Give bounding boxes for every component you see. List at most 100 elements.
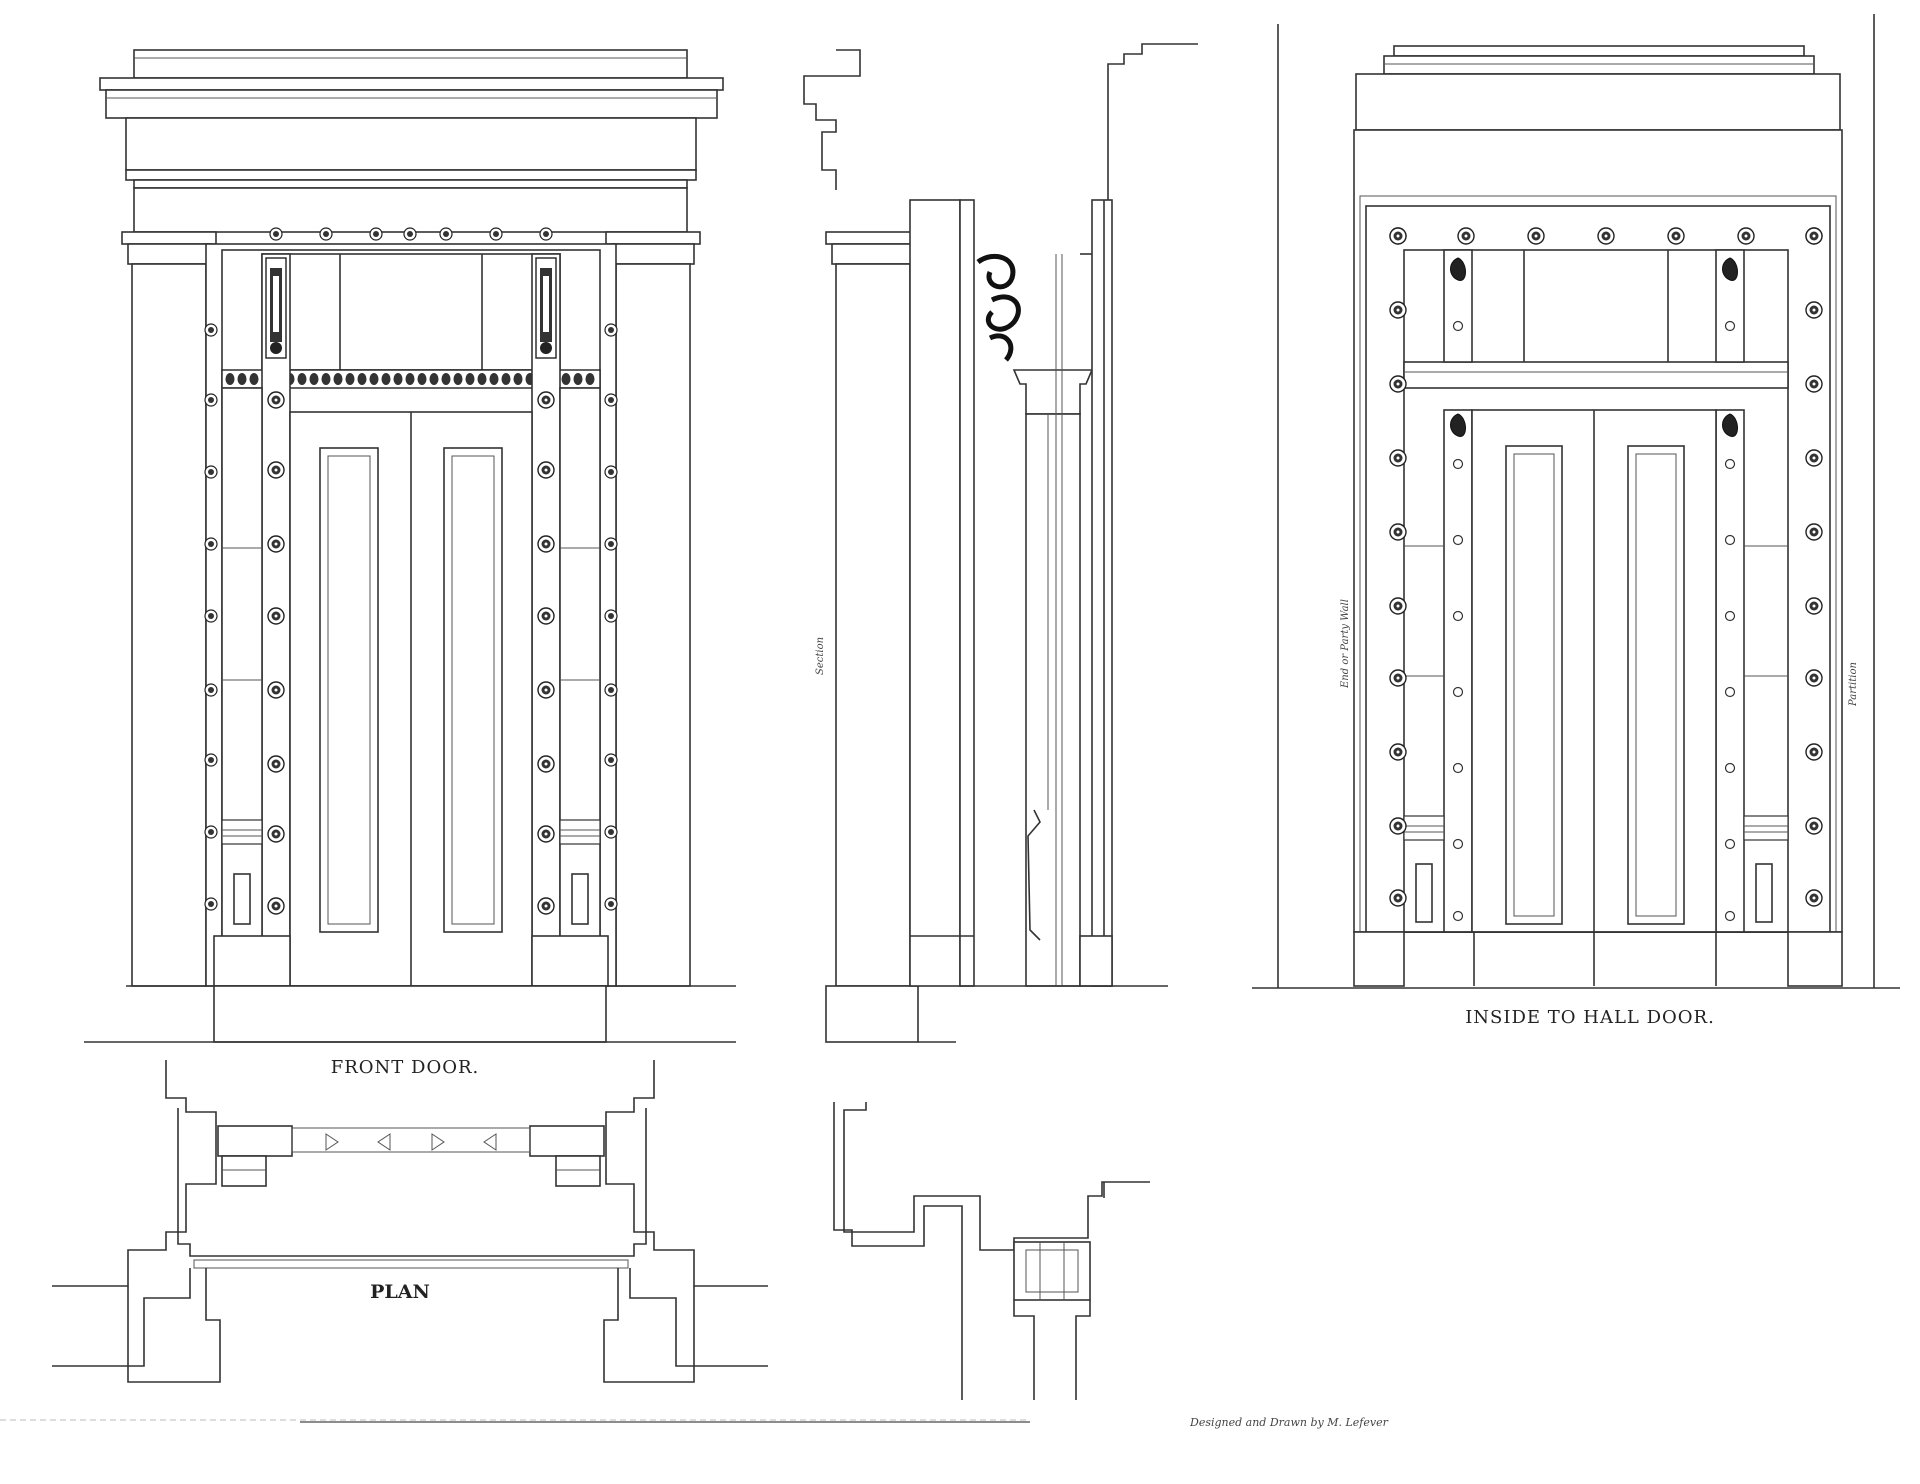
ornament-egg (561, 373, 571, 385)
ornament-egg (585, 373, 595, 385)
rosette (267, 391, 285, 409)
rosette (1527, 227, 1545, 245)
rosette-small (604, 537, 618, 551)
plan-drawing (52, 1060, 768, 1383)
ornament-egg (513, 373, 523, 385)
rosette (1597, 227, 1615, 245)
rosette (267, 897, 285, 915)
ornament-egg (573, 373, 583, 385)
rosette (1805, 449, 1823, 467)
rosette (267, 755, 285, 773)
rosette-small (604, 753, 618, 767)
stud (1452, 458, 1464, 470)
rosette (1389, 743, 1407, 761)
rosette (267, 535, 285, 553)
stud (1452, 762, 1464, 774)
scroll-bracket (976, 253, 1021, 362)
rosette (537, 897, 555, 915)
ornament-egg (345, 373, 355, 385)
rosette-small (604, 393, 618, 407)
rosette (1389, 227, 1407, 245)
stud (1452, 534, 1464, 546)
rosette (1457, 227, 1475, 245)
rosette-small (604, 609, 618, 623)
rosette (1667, 227, 1685, 245)
ornament-egg (297, 373, 307, 385)
rosette (267, 681, 285, 699)
stud (1452, 838, 1464, 850)
stud (1452, 686, 1464, 698)
stud (1724, 320, 1736, 332)
stud (1724, 686, 1736, 698)
rosette (1805, 301, 1823, 319)
rosette (537, 607, 555, 625)
rosette-small (204, 323, 218, 337)
rosette (1805, 227, 1823, 245)
rosette-small (204, 609, 218, 623)
inside-door-elevation: End or Party Wall Partition (1252, 14, 1900, 989)
rosette (537, 825, 555, 843)
end-wall-note: End or Party Wall (1340, 599, 1351, 689)
rosette (1805, 889, 1823, 907)
stud (1452, 610, 1464, 622)
stud (1724, 610, 1736, 622)
drawing-credit: Designed and Drawn by M. Lefever (1189, 1416, 1389, 1429)
rosette-small (204, 683, 218, 697)
rosette (1389, 301, 1407, 319)
rosette-small (204, 537, 218, 551)
stud (1452, 910, 1464, 922)
stud (1724, 534, 1736, 546)
rosette-small (204, 825, 218, 839)
rosette (537, 391, 555, 409)
ornament-egg (477, 373, 487, 385)
stud (1452, 320, 1464, 332)
ornament-egg (465, 373, 475, 385)
plan-caption: PLAN (370, 1281, 430, 1303)
rosette (1805, 817, 1823, 835)
rosette-small (204, 897, 218, 911)
stud (1724, 762, 1736, 774)
rosette (1805, 597, 1823, 615)
rosette-small (204, 753, 218, 767)
rosette (537, 681, 555, 699)
ornament-egg (357, 373, 367, 385)
rosette (1389, 889, 1407, 907)
rosette (1805, 375, 1823, 393)
ornament-egg (249, 373, 259, 385)
front-door-elevation (84, 49, 736, 1043)
ornament-egg (309, 373, 319, 385)
rosette (537, 461, 555, 479)
rosette-small (204, 465, 218, 479)
section-plan-drawing (833, 1102, 1150, 1400)
ornament-egg (381, 373, 391, 385)
inside-door-caption: INSIDE TO HALL DOOR. (1465, 1007, 1715, 1028)
ornament-egg (417, 373, 427, 385)
ornament-egg (393, 373, 403, 385)
rosette (1737, 227, 1755, 245)
ornament-egg (429, 373, 439, 385)
rosette (267, 607, 285, 625)
rosette (1389, 817, 1407, 835)
inside-door-brackets (1450, 257, 1738, 437)
stud (1724, 910, 1736, 922)
rosette (1805, 743, 1823, 761)
stud (1724, 838, 1736, 850)
rosette (1389, 375, 1407, 393)
stud (1724, 458, 1736, 470)
rosette (537, 535, 555, 553)
front-door-caption: FRONT DOOR. (331, 1057, 480, 1078)
rosette (1805, 523, 1823, 541)
rosette (1389, 669, 1407, 687)
ornament-egg (405, 373, 415, 385)
rosette (1389, 449, 1407, 467)
door-section: Section (803, 43, 1198, 1043)
section-note: Section (815, 637, 826, 675)
rosette (537, 755, 555, 773)
rosette-small (604, 683, 618, 697)
ornament-egg (453, 373, 463, 385)
ornament-egg (441, 373, 451, 385)
partition-note: Partition (1848, 662, 1859, 707)
rosette (1805, 669, 1823, 687)
rosette (1389, 523, 1407, 541)
